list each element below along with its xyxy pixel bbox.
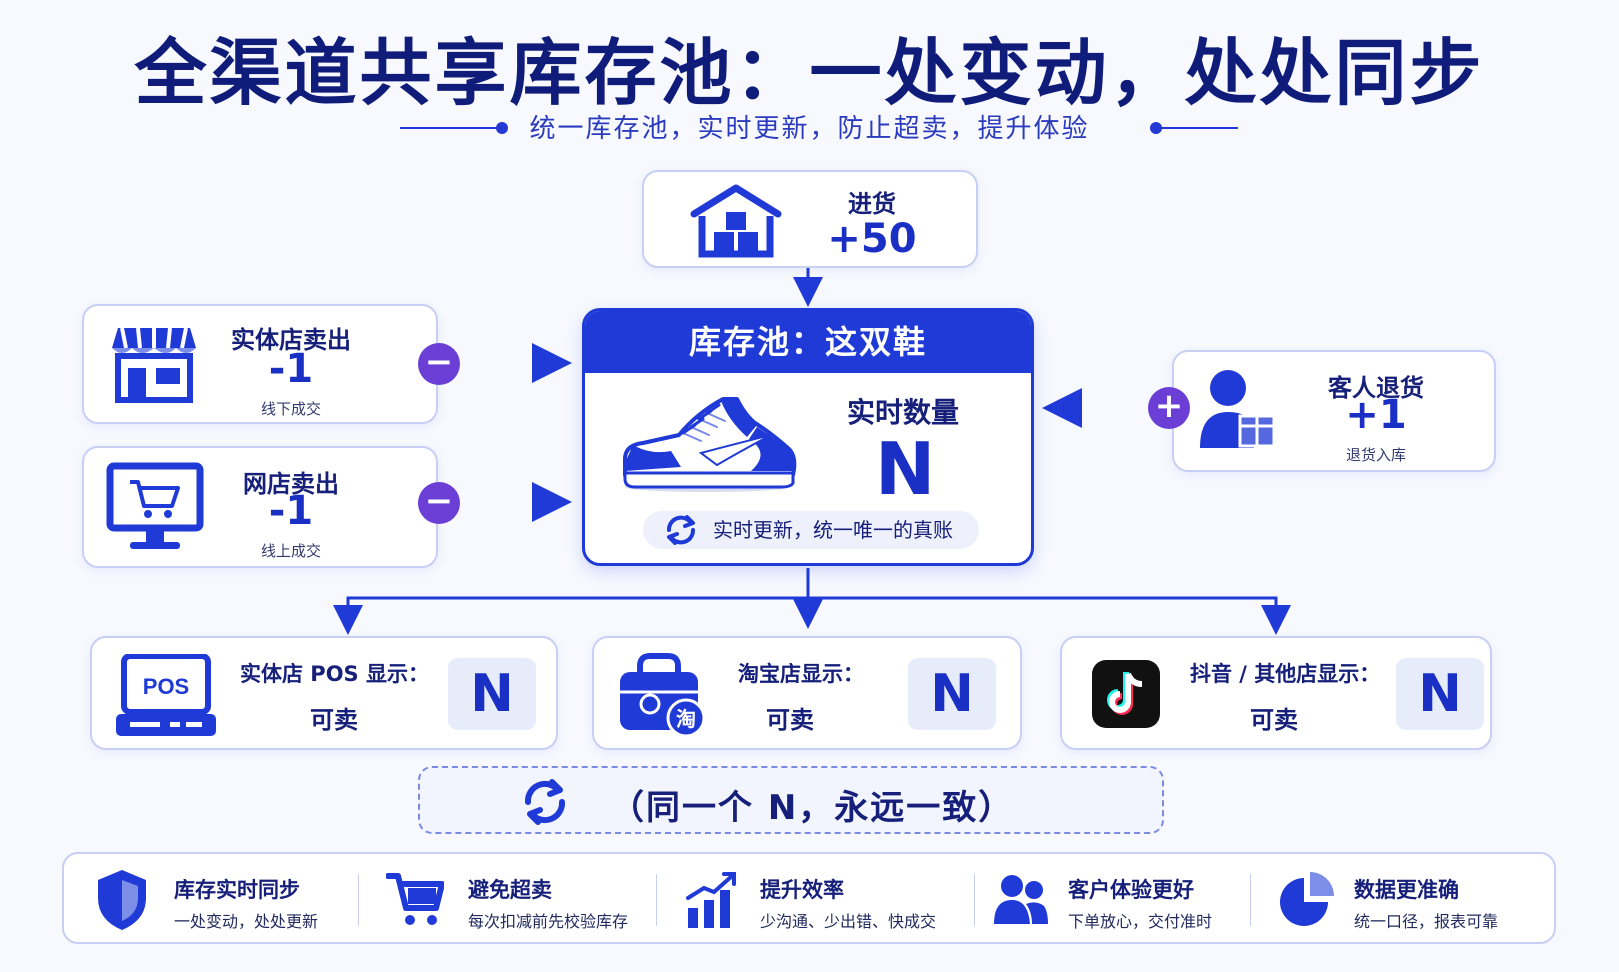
- feature-title: 库存实时同步: [174, 878, 300, 902]
- users-icon: [994, 875, 1048, 924]
- store-sale-label: 实体店卖出: [231, 326, 351, 354]
- divider: [974, 874, 975, 926]
- storefront-icon: [112, 327, 196, 403]
- divider: [1250, 874, 1251, 926]
- taobao-display-value: N: [908, 658, 996, 730]
- pos-display-value: N: [448, 658, 536, 730]
- feature-bar: 库存实时同步 一处变动，处处更新 避免超卖 每次扣减前先校验库存 提升效率 少沟…: [62, 852, 1556, 944]
- online-sale-note: 线上成交: [260, 542, 321, 560]
- restock-label: 进货: [848, 190, 896, 218]
- feature-desc: 少沟通、少出错、快成交: [760, 912, 937, 931]
- minus-icon: −: [418, 343, 460, 385]
- feature-item: 数据更准确 统一口径，报表可靠: [1278, 854, 1538, 946]
- feature-item: 避免超卖 每次扣减前先校验库存: [386, 854, 656, 946]
- consistency-text: （同一个 N，永远一致）: [610, 788, 1015, 828]
- tiktok-icon: [1092, 660, 1160, 728]
- monitor-cart-icon: [106, 462, 204, 549]
- page-title: 全渠道共享库存池：一处变动，处处同步: [134, 31, 1485, 115]
- pos-display-card: POS 实体店 POS 显示： 可卖 N: [90, 636, 558, 750]
- store-sale-card: 实体店卖出 -1 线下成交: [82, 304, 438, 424]
- restock-card: 进货 +50: [642, 170, 978, 268]
- pool-note-text: 实时更新，统一唯一的真账: [713, 518, 953, 542]
- customer-return-card: 客人退货 +1 退货入库: [1172, 350, 1496, 472]
- customer-box-icon: [1200, 370, 1276, 448]
- taobao-bag-icon: 淘: [620, 653, 706, 738]
- feature-item: 客户体验更好 下单放心，交付准时: [992, 854, 1252, 946]
- pos-terminal-icon: POS: [116, 654, 216, 736]
- taobao-display-card: 淘 淘宝店显示： 可卖 N: [592, 636, 1022, 750]
- dist-line: [346, 596, 1278, 622]
- online-sale-label: 网店卖出: [243, 470, 339, 498]
- restock-value: +50: [827, 216, 917, 262]
- feature-item: 库存实时同步 一处变动，处处更新: [94, 854, 354, 946]
- consistency-banner: （同一个 N，永远一致）: [418, 766, 1164, 834]
- sneaker-icon: [623, 397, 797, 492]
- pool-quantity-label: 实时数量: [847, 396, 960, 429]
- sync-icon: [666, 515, 696, 545]
- customer-return-label: 客人退货: [1328, 374, 1424, 402]
- subtitle-decoration: [360, 108, 1260, 148]
- feature-title: 客户体验更好: [1068, 878, 1194, 902]
- warehouse-icon: [690, 184, 782, 258]
- pool-quantity-value: N: [875, 427, 936, 511]
- store-sale-value: -1: [268, 346, 314, 392]
- pos-display-status: 可卖: [310, 706, 358, 734]
- plus-icon: +: [1148, 387, 1190, 429]
- store-sale-note: 线下成交: [260, 400, 321, 418]
- douyin-display-card: 抖音 / 其他店显示： 可卖 N: [1060, 636, 1492, 750]
- minus-icon: −: [418, 482, 460, 524]
- pool-note: 实时更新，统一唯一的真账: [643, 511, 979, 549]
- feature-desc: 每次扣减前先校验库存: [468, 912, 629, 931]
- cart-icon: [386, 873, 444, 925]
- feature-item: 提升效率 少沟通、少出错、快成交: [684, 854, 974, 946]
- divider: [656, 874, 657, 926]
- feature-desc: 下单放心，交付准时: [1068, 912, 1213, 931]
- page-subtitle: 统一库存池，实时更新，防止超卖，提升体验: [529, 114, 1090, 144]
- douyin-display-status: 可卖: [1250, 706, 1298, 734]
- svg-text:POS: POS: [143, 674, 189, 699]
- sync-icon: [524, 779, 566, 825]
- feature-desc: 一处变动，处处更新: [174, 912, 319, 931]
- taobao-display-status: 可卖: [766, 706, 814, 734]
- taobao-display-label: 淘宝店显示：: [738, 662, 864, 686]
- svg-text:淘: 淘: [676, 707, 696, 731]
- douyin-display-label: 抖音 / 其他店显示：: [1190, 662, 1381, 686]
- inventory-pool: 库存池：这双鞋 实时数量 N 实时更新，统一唯一的真账: [582, 308, 1034, 566]
- customer-return-value: +1: [1345, 392, 1407, 438]
- pie-chart-icon: [1280, 872, 1334, 926]
- pool-header: 库存池：这双鞋: [585, 311, 1031, 373]
- pos-display-label: 实体店 POS 显示：: [240, 662, 429, 686]
- feature-title: 数据更准确: [1354, 878, 1459, 902]
- douyin-display-value: N: [1396, 658, 1484, 730]
- bar-chart-icon: [686, 872, 736, 928]
- customer-return-note: 退货入库: [1345, 446, 1406, 464]
- divider: [358, 874, 359, 926]
- feature-desc: 统一口径，报表可靠: [1354, 912, 1499, 931]
- shield-icon: [98, 870, 146, 930]
- online-sale-card: 网店卖出 -1 线上成交: [82, 446, 438, 568]
- feature-title: 避免超卖: [468, 878, 552, 902]
- feature-title: 提升效率: [760, 878, 844, 902]
- online-sale-value: -1: [268, 488, 314, 534]
